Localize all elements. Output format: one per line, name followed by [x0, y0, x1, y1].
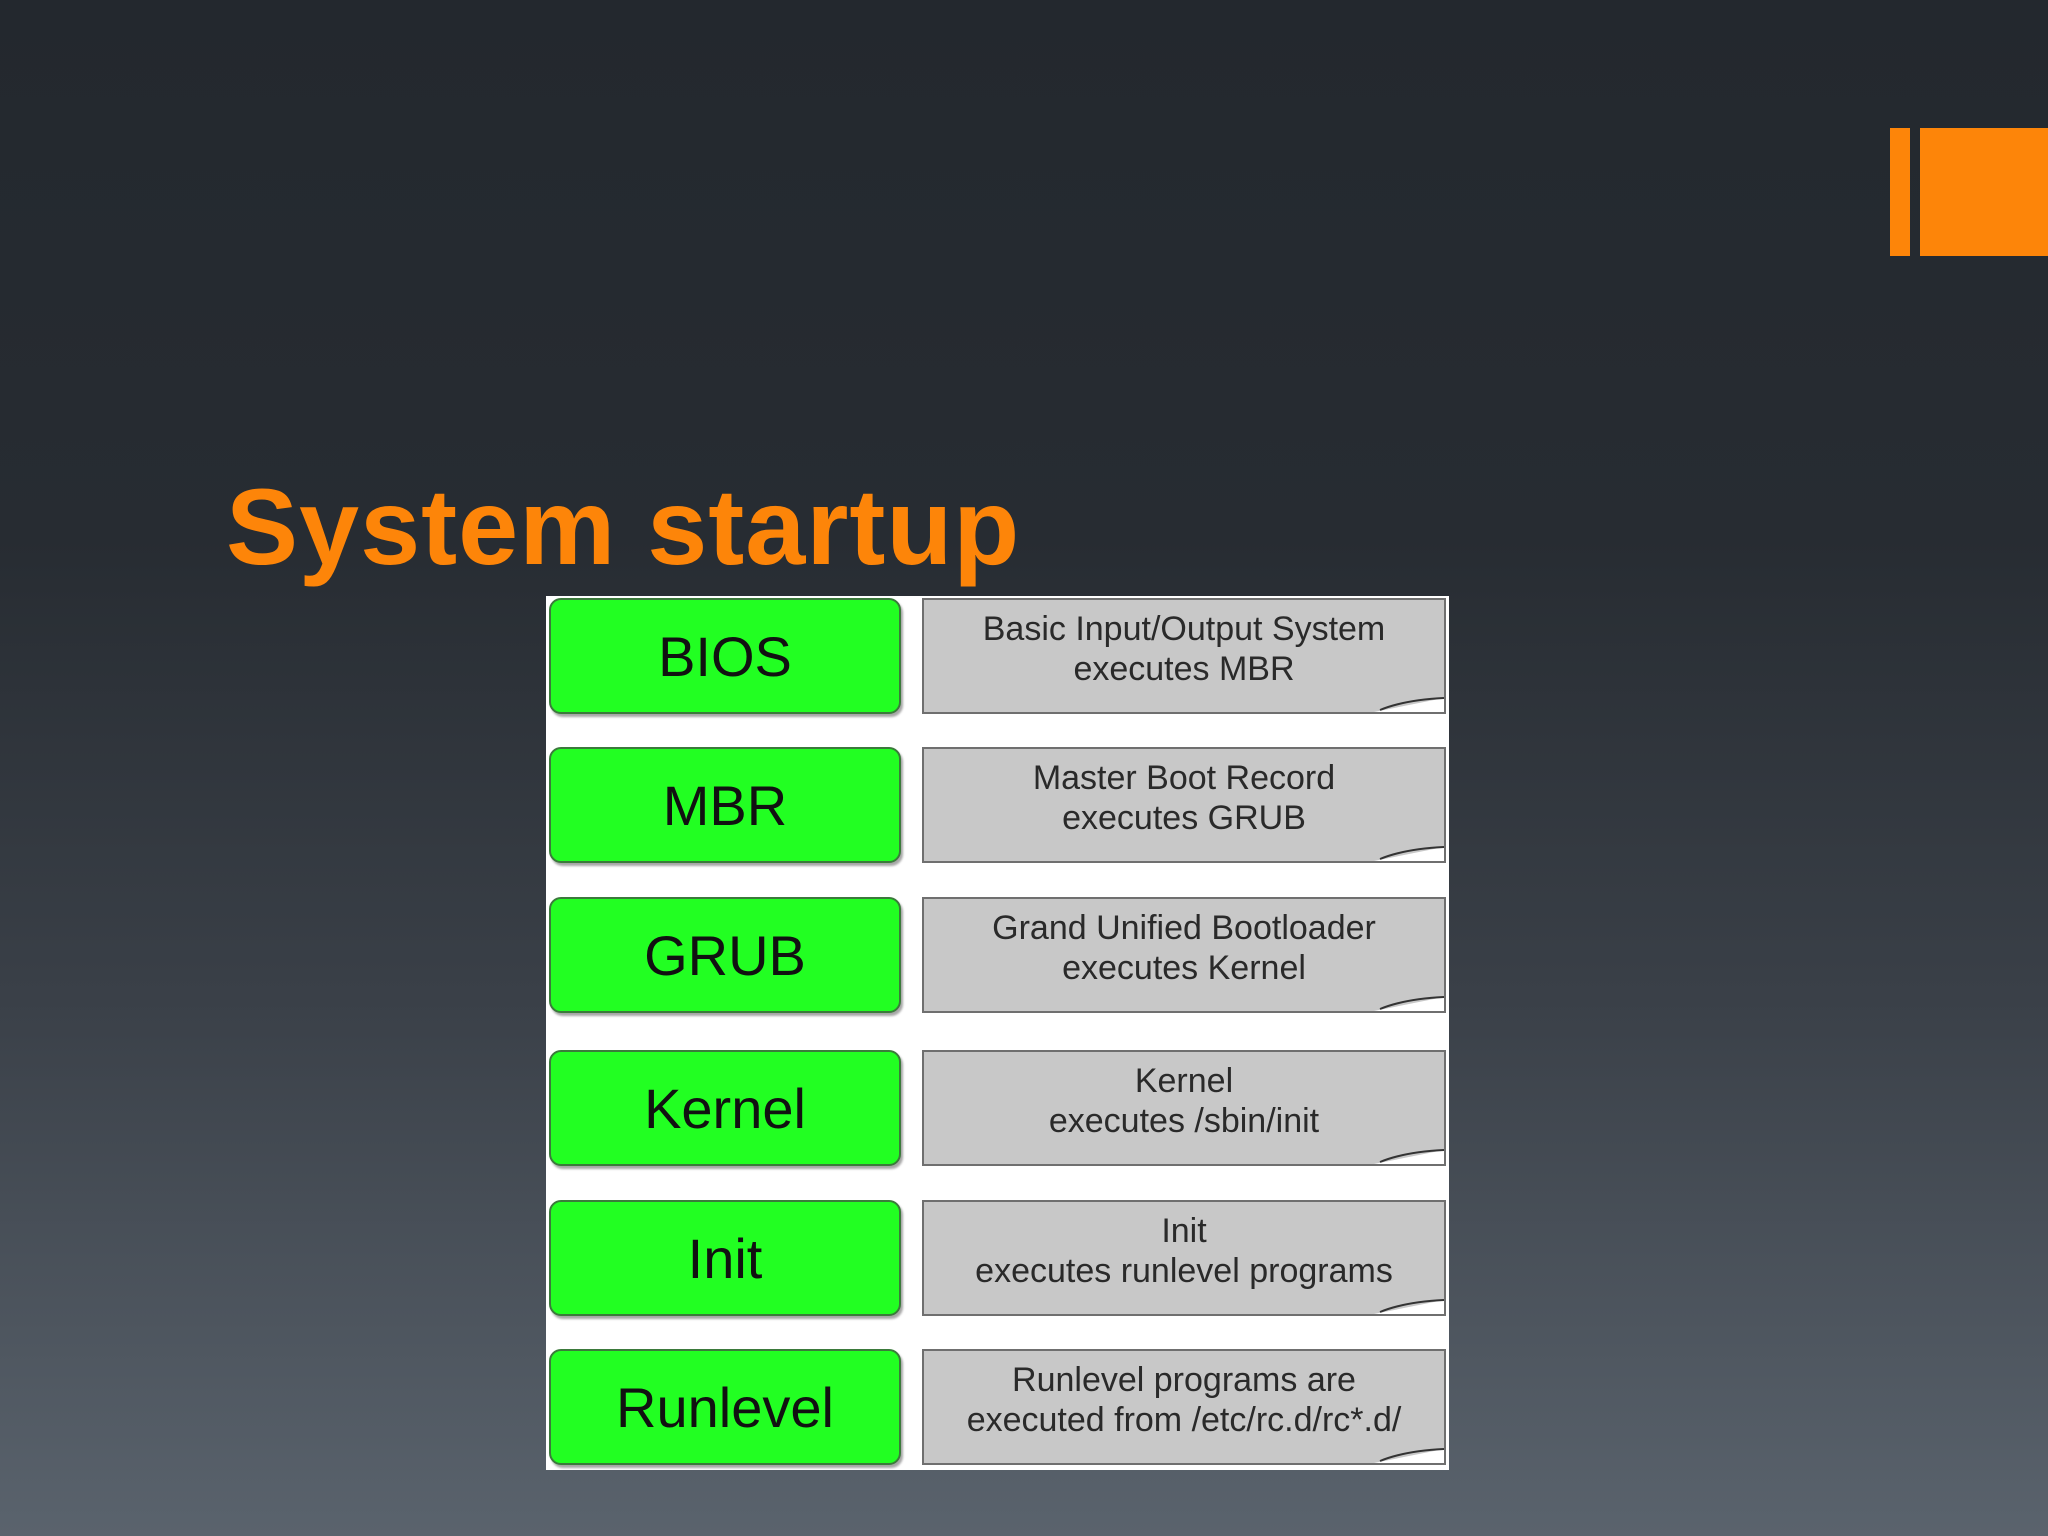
stage-description-grub: Grand Unified Bootloader executes Kernel	[922, 897, 1446, 1013]
stage-box-grub: GRUB	[549, 897, 901, 1013]
stage-description-text: Kernel executes /sbin/init	[1048, 1062, 1320, 1140]
stage-row-bios: BIOS Basic Input/Output System executes …	[546, 596, 1449, 718]
page-curl-icon	[1374, 1448, 1444, 1463]
stage-description-text: Runlevel programs are executed from /etc…	[966, 1361, 1402, 1439]
page-curl-icon	[1374, 1149, 1444, 1164]
stage-label: Runlevel	[616, 1375, 834, 1439]
page-curl-icon	[1374, 846, 1444, 861]
page-curl-icon	[1374, 996, 1444, 1011]
stage-row-kernel: Kernel Kernel executes /sbin/init	[546, 1048, 1449, 1170]
accent-bar-thin	[1890, 128, 1910, 256]
stage-label: BIOS	[658, 624, 792, 688]
stage-box-mbr: MBR	[549, 747, 901, 863]
stage-description-bios: Basic Input/Output System executes MBR	[922, 598, 1446, 714]
stage-row-init: Init Init executes runlevel programs	[546, 1198, 1449, 1320]
page-curl-icon	[1374, 1299, 1444, 1314]
stage-description-kernel: Kernel executes /sbin/init	[922, 1050, 1446, 1166]
stage-description-mbr: Master Boot Record executes GRUB	[922, 747, 1446, 863]
stage-box-bios: BIOS	[549, 598, 901, 714]
boot-sequence-diagram: BIOS Basic Input/Output System executes …	[546, 596, 1449, 1470]
stage-description-text: Master Boot Record executes GRUB	[1032, 759, 1336, 837]
stage-description-text: Basic Input/Output System executes MBR	[982, 610, 1386, 688]
page-curl-icon	[1374, 697, 1444, 712]
stage-description-runlevel: Runlevel programs are executed from /etc…	[922, 1349, 1446, 1465]
stage-label: GRUB	[644, 923, 806, 987]
stage-label: Init	[687, 1226, 763, 1290]
stage-label: MBR	[662, 773, 788, 837]
stage-description-init: Init executes runlevel programs	[922, 1200, 1446, 1316]
stage-row-grub: GRUB Grand Unified Bootloader executes K…	[546, 895, 1449, 1017]
stage-box-runlevel: Runlevel	[549, 1349, 901, 1465]
stage-box-kernel: Kernel	[549, 1050, 901, 1166]
stage-row-mbr: MBR Master Boot Record executes GRUB	[546, 745, 1449, 867]
stage-row-runlevel: Runlevel Runlevel programs are executed …	[546, 1347, 1449, 1469]
accent-bar-block	[1920, 128, 2048, 256]
stage-description-text: Init executes runlevel programs	[975, 1212, 1393, 1290]
stage-label: Kernel	[644, 1076, 806, 1140]
stage-box-init: Init	[549, 1200, 901, 1316]
stage-description-text: Grand Unified Bootloader executes Kernel	[992, 909, 1376, 987]
slide-title: System startup	[226, 466, 1021, 587]
